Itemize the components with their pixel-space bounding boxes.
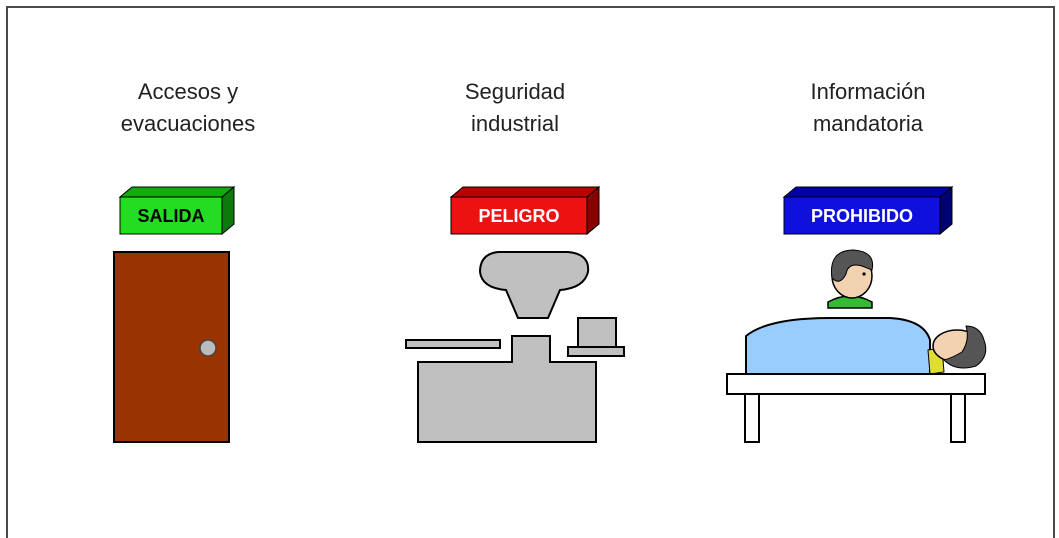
- peligro-label: PELIGRO: [478, 206, 559, 226]
- heading-accesos-line1: Accesos y: [137, 79, 239, 104]
- door-icon: [113, 251, 230, 443]
- heading-accesos-line2: evacuaciones: [120, 111, 256, 136]
- door-knob-icon: [199, 339, 217, 357]
- heading-informacion-line1: Información: [810, 79, 926, 104]
- peligro-sign: PELIGRO: [449, 185, 601, 236]
- heading-seguridad: Seguridad industrial: [385, 76, 645, 140]
- salida-sign: SALIDA: [118, 185, 236, 236]
- salida-label: SALIDA: [138, 206, 205, 226]
- heading-seguridad-line2: industrial: [470, 111, 560, 136]
- industrial-machine-icon: [405, 251, 625, 443]
- heading-informacion-line2: mandatoria: [812, 111, 924, 136]
- prohibido-sign: PROHIBIDO: [782, 185, 954, 236]
- heading-informacion: Información mandatoria: [738, 76, 998, 140]
- heading-seguridad-line1: Seguridad: [464, 79, 566, 104]
- visitor-person-icon: [827, 249, 874, 309]
- patient-on-bed-icon: [726, 317, 987, 443]
- bed-icon: [726, 373, 986, 395]
- blanket-icon: [745, 317, 931, 375]
- heading-accesos: Accesos y evacuaciones: [58, 76, 318, 140]
- prohibido-label: PROHIBIDO: [811, 206, 913, 226]
